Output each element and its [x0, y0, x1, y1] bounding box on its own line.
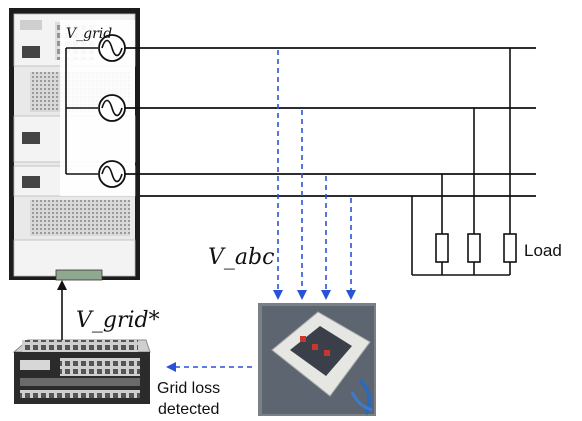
- real-time-simulator: V_grid*: [14, 282, 160, 404]
- vgrid-source-label: V_grid: [66, 26, 112, 42]
- vabc-label: V_abc: [208, 245, 274, 270]
- grid-loss-label-line1: Grid loss: [157, 380, 220, 397]
- resistor-icon: [436, 234, 448, 262]
- resistor-icon: [504, 234, 516, 262]
- sine-wave-source-icon: [99, 161, 125, 187]
- grid-loss-signal: Grid loss detected: [157, 367, 252, 418]
- measurement-device: [258, 303, 376, 416]
- load-label: Load: [524, 241, 562, 260]
- three-phase-load: Load: [412, 48, 562, 275]
- resistor-icon: [468, 234, 480, 262]
- grid-loss-label-line2: detected: [158, 401, 219, 418]
- vgrid-reference-label: V_grid*: [76, 308, 160, 333]
- sine-wave-source-icon: [99, 95, 125, 121]
